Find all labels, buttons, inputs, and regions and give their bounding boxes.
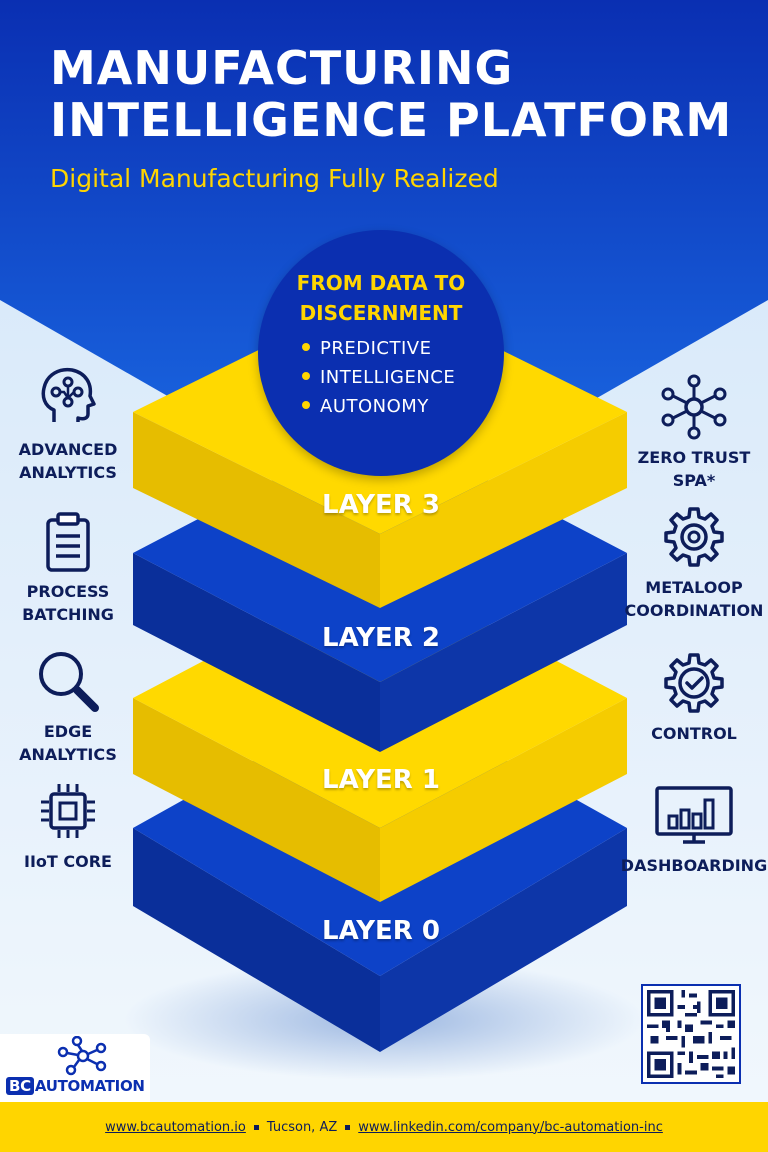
clipboard-icon (46, 512, 90, 572)
bar-chart-monitor-icon (655, 786, 733, 844)
feature-label: CONTROL (651, 724, 737, 743)
separator-icon (253, 1124, 259, 1130)
feature-advanced-analytics: ADVANCED ANALYTICS (0, 360, 143, 484)
bullet-icon (302, 401, 310, 409)
qr-code-icon (643, 986, 739, 1082)
circle-item: AUTONOMY (302, 392, 455, 421)
network-hub-icon (661, 374, 727, 440)
layer-1-label: LAYER 1 (322, 765, 440, 795)
feature-label: ZERO TRUST SPA* (637, 448, 751, 490)
website-link[interactable]: www.bcautomation.io (105, 1119, 246, 1135)
circle-item: PREDICTIVE (302, 334, 455, 363)
qr-code[interactable] (641, 984, 741, 1084)
layer-2-label: LAYER 2 (322, 623, 440, 653)
circle-title: FROM DATA TO DISCERNMENT (296, 271, 466, 325)
feature-label: METALOOP COORDINATION (624, 578, 764, 620)
page-title: MANUFACTURING INTELLIGENCE PLATFORM (50, 41, 733, 147)
feature-label: EDGE ANALYTICS (19, 722, 117, 764)
feature-label: IIoT CORE (24, 852, 112, 871)
layer-3-label: LAYER 3 (322, 490, 440, 520)
magnifier-icon (39, 652, 99, 712)
bullet-icon (302, 372, 310, 380)
location-text: Tucson, AZ (266, 1119, 338, 1135)
layer-0-label: LAYER 0 (322, 916, 440, 946)
linkedin-link[interactable]: www.linkedin.com/company/bc-automation-i… (358, 1119, 663, 1135)
feature-process-batching: PROCESS BATCHING (0, 510, 143, 626)
circle-item: INTELLIGENCE (302, 363, 455, 392)
head-network-icon (41, 367, 96, 422)
feature-zero-trust-spa: ZERO TRUST SPA* (619, 374, 768, 492)
bullet-icon (302, 343, 310, 351)
separator-icon (345, 1124, 351, 1130)
chip-icon (41, 784, 95, 838)
gear-icon (664, 507, 724, 567)
feature-control: CONTROL (619, 650, 768, 745)
footer: www.bcautomation.io Tucson, AZ www.linke… (0, 1102, 768, 1152)
feature-dashboarding: DASHBOARDING (619, 784, 768, 877)
feature-iiot-core: IIoT CORE (0, 778, 143, 873)
feature-label: ADVANCED ANALYTICS (18, 440, 118, 482)
feature-label: DASHBOARDING (620, 856, 768, 875)
feature-edge-analytics: EDGE ANALYTICS (0, 648, 143, 766)
page-subtitle: Digital Manufacturing Fully Realized (50, 164, 499, 193)
feature-label: PROCESS BATCHING (22, 582, 114, 624)
logo-network-icon (57, 1036, 107, 1076)
feature-metaloop-coordination: METALOOP COORDINATION (619, 504, 768, 622)
data-to-discernment-circle: FROM DATA TO DISCERNMENT PREDICTIVE INTE… (258, 230, 504, 476)
gear-check-icon (664, 653, 724, 713)
circle-list: PREDICTIVE INTELLIGENCE AUTONOMY (302, 334, 455, 421)
